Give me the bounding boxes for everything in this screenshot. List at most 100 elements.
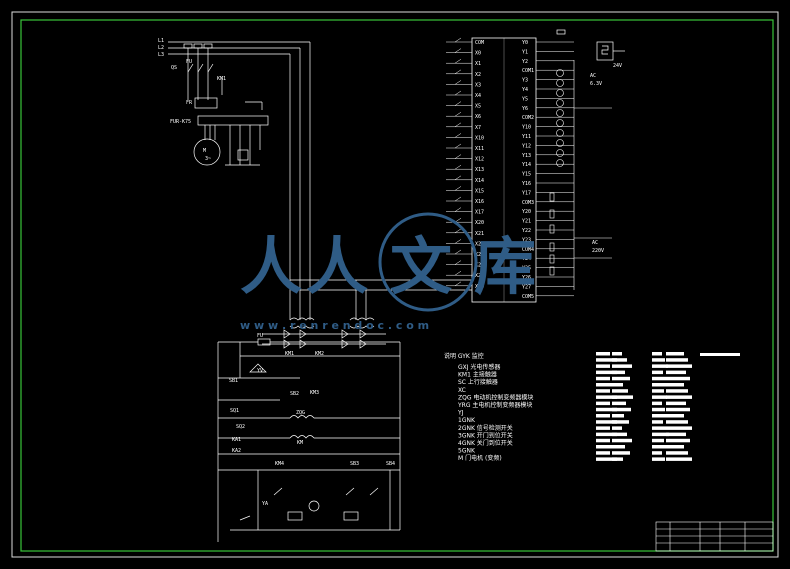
legend-item: YRG 主电机控制变频器模块 <box>457 401 532 409</box>
ladder-label: KM2 <box>315 351 324 357</box>
legend-item: ZQG 电动机控制变频器模块 <box>458 393 533 401</box>
plc-output-label: Y21 <box>522 219 531 225</box>
motor-sub-label: 3~ <box>205 156 211 162</box>
table-cell-code <box>652 358 665 362</box>
table-cell-name <box>666 451 688 455</box>
input-switch <box>454 164 462 170</box>
input-switch <box>454 80 462 85</box>
input-switch <box>454 249 462 255</box>
table-cell-name <box>666 432 686 437</box>
transformers <box>262 317 386 349</box>
input-switch <box>454 90 462 96</box>
ladder-label: SB4 <box>386 461 395 467</box>
input-switch <box>454 175 462 181</box>
ladder-label: SQ1 <box>230 408 239 414</box>
table-cell-name <box>666 376 690 381</box>
table-cell-name <box>612 457 623 461</box>
table-cell-name <box>666 438 690 443</box>
plc-output-label: Y23 <box>522 237 531 243</box>
plc-input-label: X1 <box>475 61 481 67</box>
plc-input-label: X11 <box>475 146 484 152</box>
table-cell-name <box>666 426 692 430</box>
input-switch <box>454 133 462 138</box>
watermark-char-1: 人 <box>240 230 302 303</box>
plc-input-label: X23 <box>475 252 484 258</box>
table-cell-code <box>652 451 662 455</box>
table-cell-code <box>596 457 617 461</box>
legend-item: 5GNK <box>458 448 476 455</box>
plc-output-label: Y10 <box>522 125 531 131</box>
inner-border <box>20 19 774 552</box>
table-cell-code <box>652 407 665 412</box>
contactor-label: KM1 <box>217 76 226 82</box>
table-cell-name <box>666 414 684 418</box>
ladder-label: KM1 <box>285 351 294 357</box>
table-cell-code <box>652 432 669 437</box>
table-cell-code <box>596 407 617 412</box>
input-switch <box>454 196 462 202</box>
plc-input-label: X3 <box>475 82 481 88</box>
plc-output-label: Y3 <box>522 78 528 84</box>
table-cell-name <box>666 445 684 449</box>
table-cell-name <box>612 445 625 449</box>
table-cell-code <box>596 414 610 418</box>
relay-label: FR <box>186 100 193 106</box>
table-cell-code <box>652 352 662 356</box>
table-cell-code <box>596 432 617 437</box>
table-cell-name <box>666 352 684 356</box>
table-cell-code <box>596 352 610 356</box>
table-header-bar <box>700 353 740 356</box>
legend-title: 说明 GYK 监控 <box>444 352 484 360</box>
motor-power-circuit <box>168 41 311 320</box>
plc-input-label: X5 <box>475 104 481 110</box>
ladder-label: SB2 <box>290 391 299 397</box>
fuse-label: FU <box>186 59 192 65</box>
table-cell-code <box>596 370 617 375</box>
plc-input-label: X13 <box>475 167 484 173</box>
legend-item: KM1 主接触器 <box>458 371 497 379</box>
table-cell-code <box>596 376 610 381</box>
legend-item: 4GNK 关门到位开关 <box>458 439 513 447</box>
input-switch <box>454 37 462 43</box>
plc-input-label: X12 <box>475 157 484 163</box>
plc-input-label: X6 <box>475 114 481 120</box>
legend-item: GXJ 光电传感器 <box>458 363 500 371</box>
plc-output-label: Y14 <box>522 162 531 168</box>
legend-item: YJ <box>457 410 464 417</box>
table-cell-code <box>596 438 610 443</box>
watermark: 人 人 文 库 w w w . r e n r e n d o c . c o … <box>240 212 536 332</box>
table-cell-name <box>666 401 686 406</box>
line-label-qs: QS <box>171 65 177 71</box>
plc-input-label: X17 <box>475 210 484 216</box>
component-tables <box>596 352 740 461</box>
plc-input-label: X20 <box>475 220 484 226</box>
table-cell-code <box>596 420 617 424</box>
plc-output-label: Y2 <box>522 59 528 65</box>
plc-input-label: X25 <box>475 273 484 279</box>
plc-output-label: Y17 <box>522 190 531 196</box>
table-cell-name <box>612 395 633 399</box>
plc-output-label: COM1 <box>522 68 534 74</box>
plc-output-label: Y24 <box>522 256 531 262</box>
table-cell-name <box>666 420 688 424</box>
table-cell-code <box>652 364 668 368</box>
table-cell-name <box>612 432 627 437</box>
table-cell-code <box>596 383 617 387</box>
plc-input-label: X26 <box>475 284 484 290</box>
input-switch <box>454 270 462 276</box>
plc-input-label: X15 <box>475 188 484 194</box>
input-switch <box>454 122 462 128</box>
plc-input-label: X21 <box>475 231 484 237</box>
plc-output-label: Y27 <box>522 284 531 290</box>
ladder-label: SQ2 <box>236 424 245 430</box>
table-cell-code <box>652 414 668 418</box>
input-switch <box>454 228 462 234</box>
table-cell-code <box>652 438 664 443</box>
table-cell-name <box>666 370 686 375</box>
line-label-l1: L1 <box>158 38 164 44</box>
table-cell-code <box>652 426 666 430</box>
table-cell-name <box>612 451 630 455</box>
